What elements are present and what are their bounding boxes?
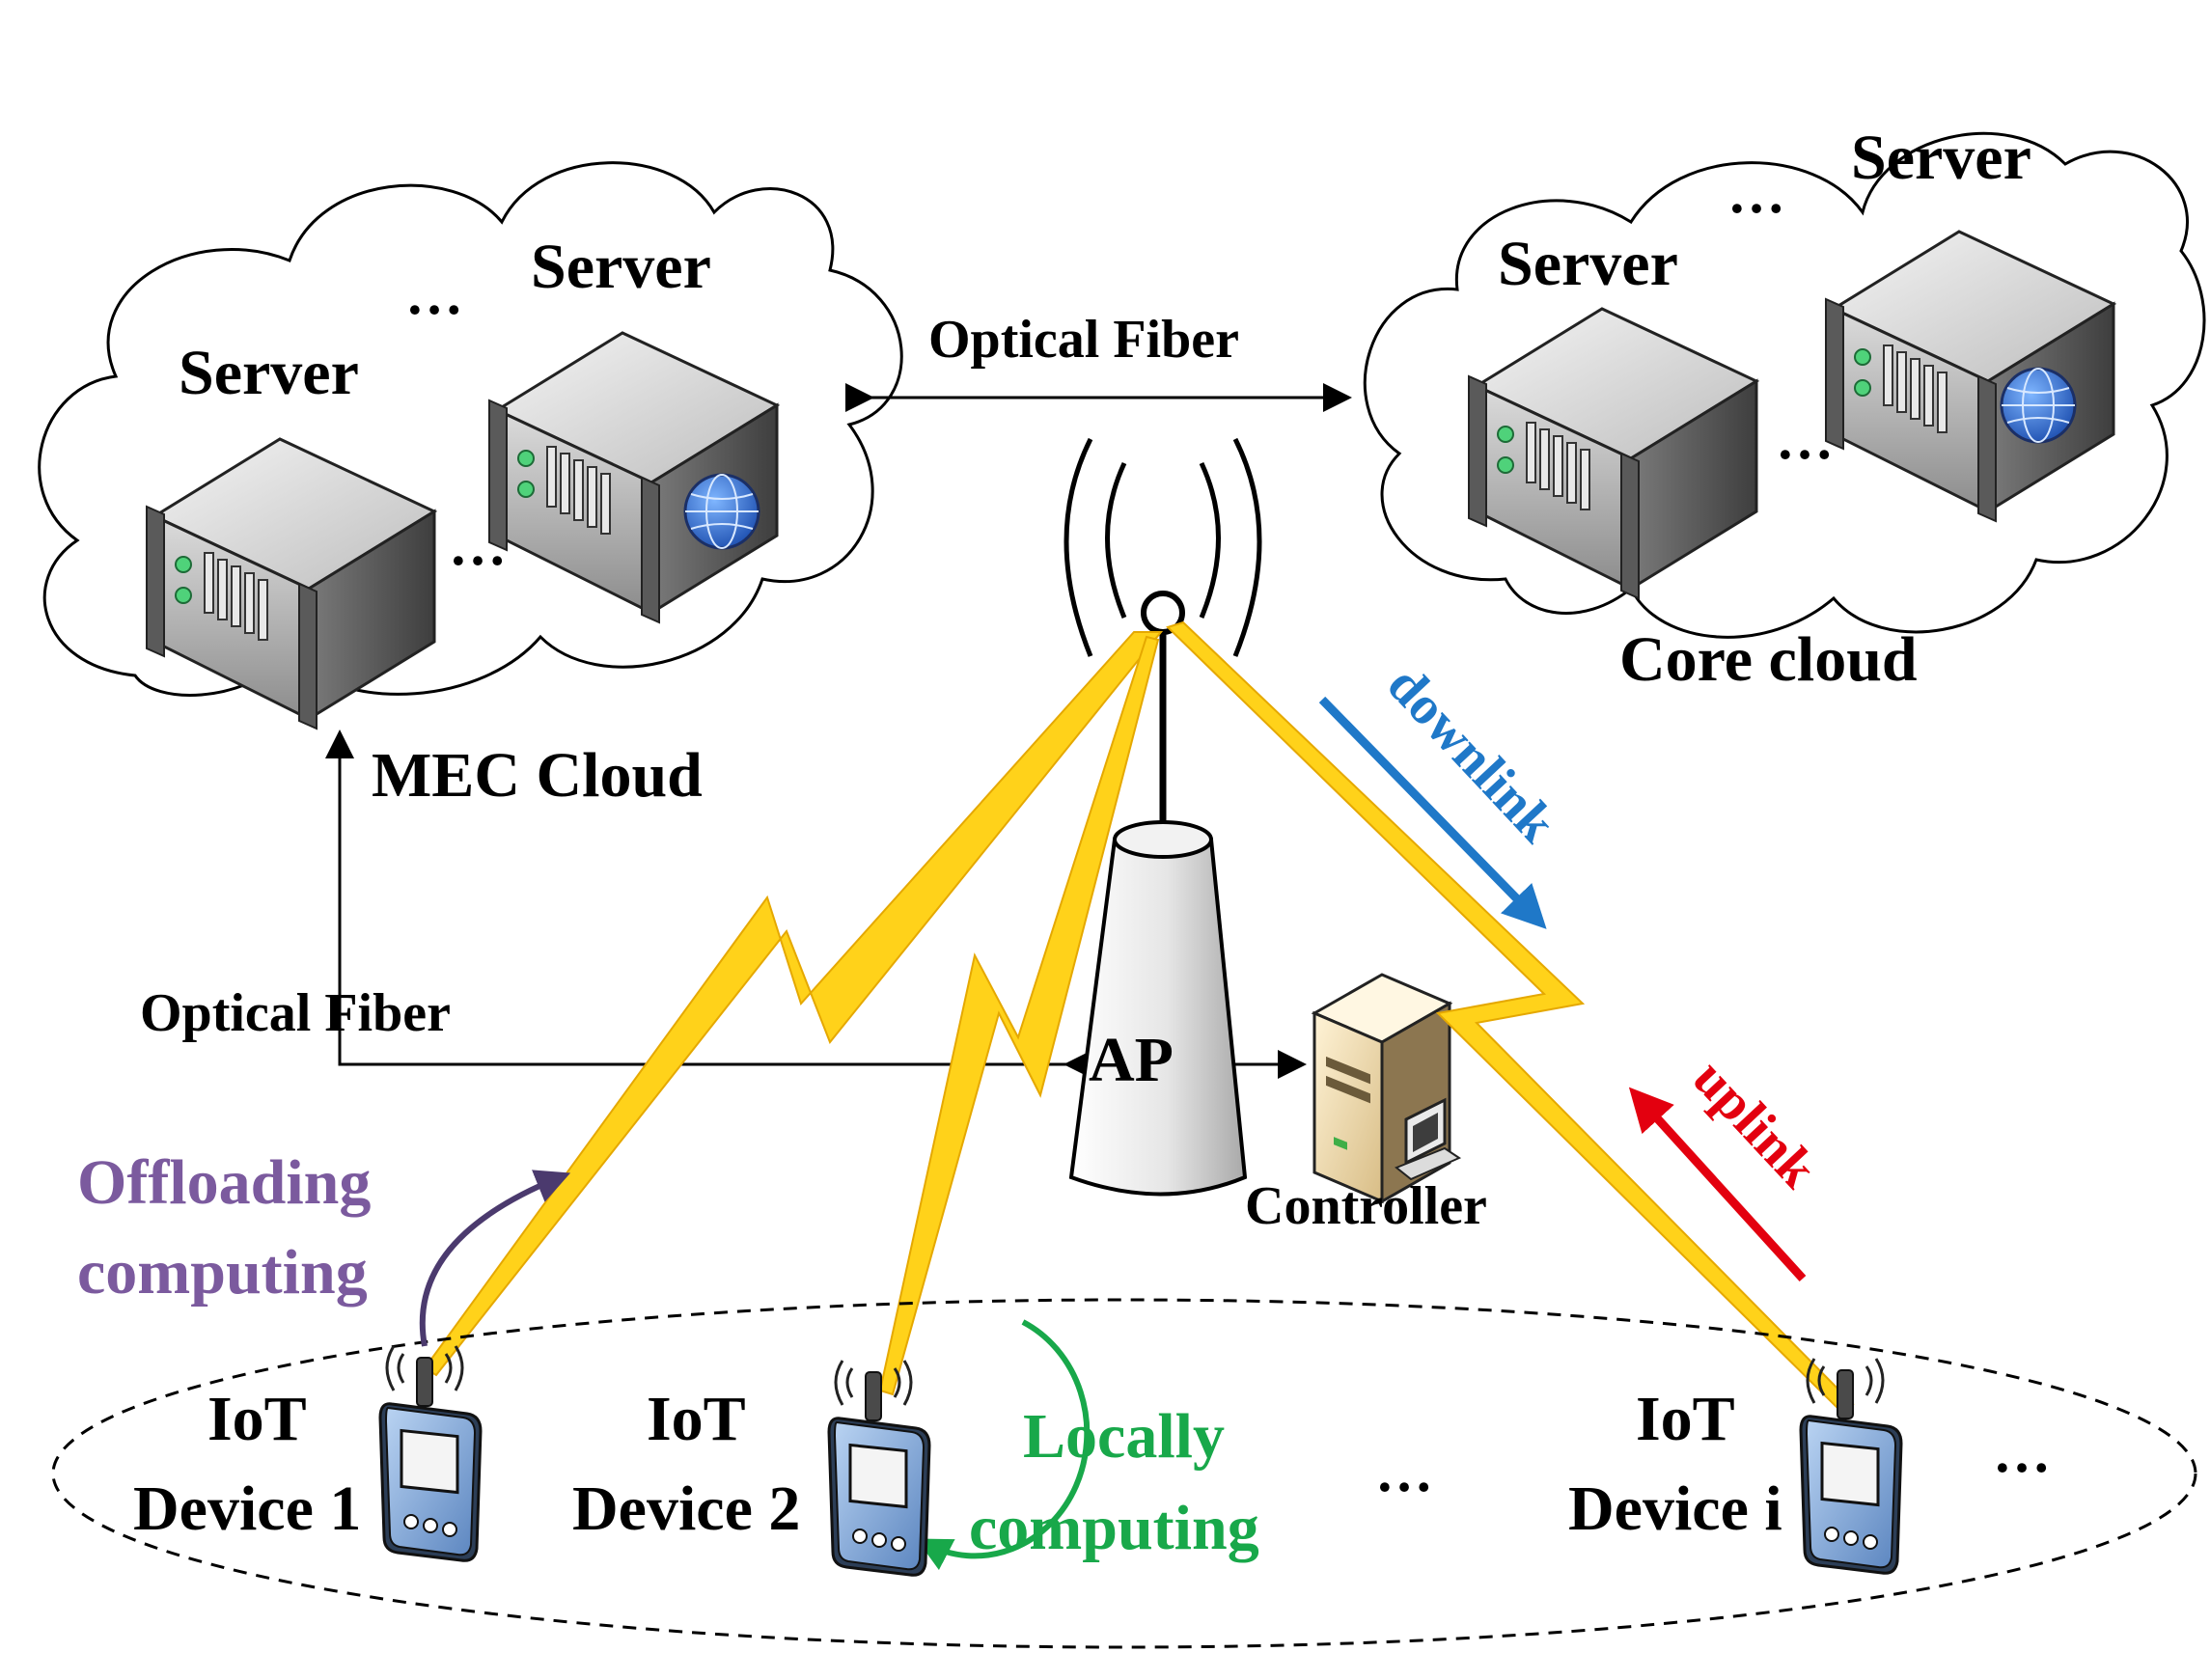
offloading-label-line1: Offloading [77,1147,371,1218]
iot-device-i-label-line2: Device i [1568,1473,1782,1544]
ap-label: AP [1089,1025,1174,1095]
ap-tower-icon [1064,437,1262,1197]
optical-fiber-label-left: Optical Fiber [140,983,451,1043]
offloading-arrow [419,1170,571,1347]
mec-server-2-label: Server [531,232,711,302]
core-server-1-label: Server [1498,229,1678,299]
optical-fiber-label-top: Optical Fiber [928,310,1239,370]
downlink-label: downlink [1375,655,1567,855]
mec-cloud-label: MEC Cloud [372,740,703,811]
ellipsis: … [449,513,512,577]
iot-device-2-icon [827,1359,931,1577]
globe-icon [683,473,760,550]
ellipsis: … [1375,1440,1439,1503]
mec-server-1-label: Server [179,338,359,408]
iot-device-1-label-line2: Device 1 [133,1473,361,1544]
locally-label-line2: computing [969,1493,1259,1563]
locally-label-line1: Locally [1023,1401,1225,1472]
ellipsis: … [1993,1420,2057,1484]
globe-icon [2000,367,2077,444]
downlink-arrow [1318,696,1547,929]
optical-fiber-link-left [325,730,1092,1079]
ellipsis: … [1776,407,1839,471]
core-server-2-label: Server [1851,123,2031,193]
uplink-arrow [1628,1087,1807,1282]
offloading-label-line2: computing [77,1237,368,1308]
controller-label: Controller [1245,1176,1487,1236]
controller-pc-icon [1311,973,1462,1204]
uplink-label: uplink [1681,1049,1828,1200]
locally-computing-loop [916,1319,1091,1571]
iot-device-area [51,1298,2197,1649]
ellipsis: … [405,262,469,326]
iot-device-i-label-line1: IoT [1636,1384,1735,1454]
iot-device-1-icon [378,1344,483,1562]
iot-device-2-label-line1: IoT [647,1384,746,1454]
core-cloud-label: Core cloud [1619,624,1918,695]
ellipsis: … [1727,161,1791,225]
iot-device-i-icon [1799,1357,1903,1575]
iot-device-2-label-line2: Device 2 [572,1473,800,1544]
iot-device-1-label-line1: IoT [207,1384,307,1454]
